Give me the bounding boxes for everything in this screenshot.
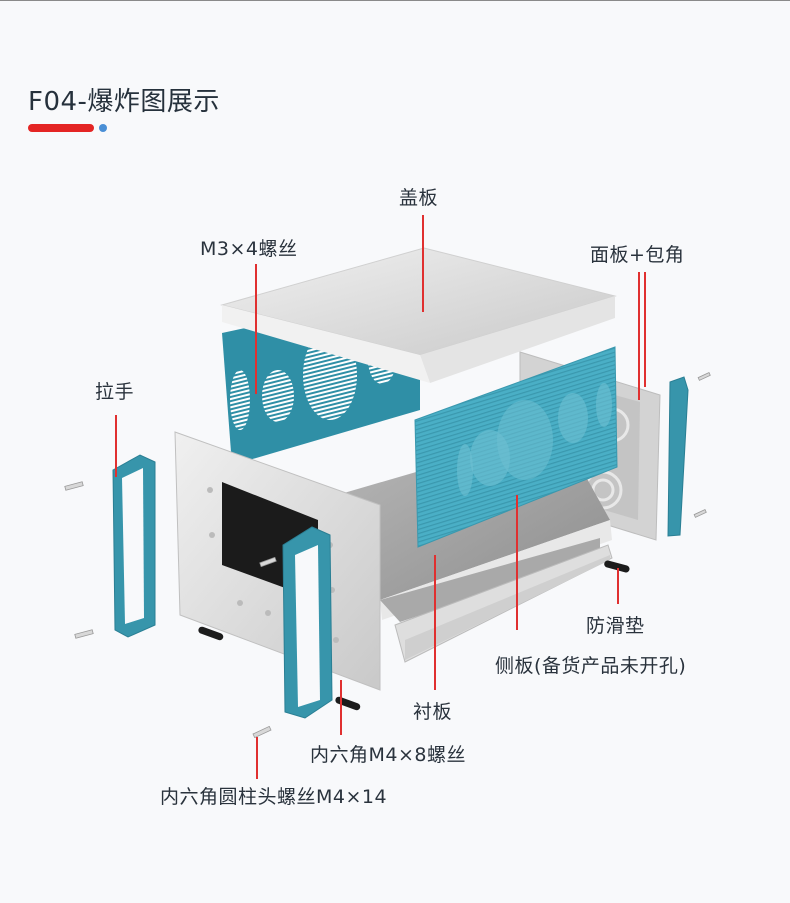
page-title: F04-爆炸图展示 xyxy=(28,87,220,117)
title-underline-dot xyxy=(99,124,107,132)
title-underline-red xyxy=(28,124,94,132)
screws xyxy=(64,372,711,739)
callout-anti-slip-pad: 防滑垫 xyxy=(586,615,645,637)
callout-m3x4-screw: M3×4螺丝 xyxy=(200,238,298,260)
callout-side-panel: 侧板(备货产品未开孔) xyxy=(495,655,687,677)
leader-line-side-panel xyxy=(516,495,518,630)
leader-line-cover-plate xyxy=(422,215,424,312)
callout-cover-plate: 盖板 xyxy=(399,187,439,209)
anti-slip-pads xyxy=(198,560,630,711)
leader-line-handle xyxy=(115,415,117,477)
leader-line-hex-m4x8-screw xyxy=(340,680,342,735)
callout-hex-m4x8-screw: 内六角M4×8螺丝 xyxy=(310,744,466,766)
right-side-panel-shape xyxy=(414,346,618,548)
leader-line-anti-slip-pad xyxy=(617,568,619,604)
leader-line-liner-plate xyxy=(434,555,436,690)
callout-front-panel-corner: 面板+包角 xyxy=(590,244,685,266)
top-cover-shape xyxy=(220,247,617,383)
front-handle-shape xyxy=(282,526,333,719)
leader-line-front-panel-corner-2 xyxy=(644,272,646,387)
leader-line-hex-socket-m4x14-screw xyxy=(256,737,258,779)
top-divider xyxy=(0,0,790,1)
front-panel-shape xyxy=(174,431,381,691)
callout-liner-plate: 衬板 xyxy=(413,701,453,723)
corner-wrap-shape xyxy=(667,376,689,537)
leader-line-m3x4-screw xyxy=(255,264,257,394)
callout-handle: 拉手 xyxy=(95,381,135,403)
callout-hex-socket-m4x14-screw: 内六角圆柱头螺丝M4×14 xyxy=(160,786,388,808)
left-handle-shape xyxy=(112,454,156,638)
leader-line-front-panel-corner xyxy=(638,272,640,400)
